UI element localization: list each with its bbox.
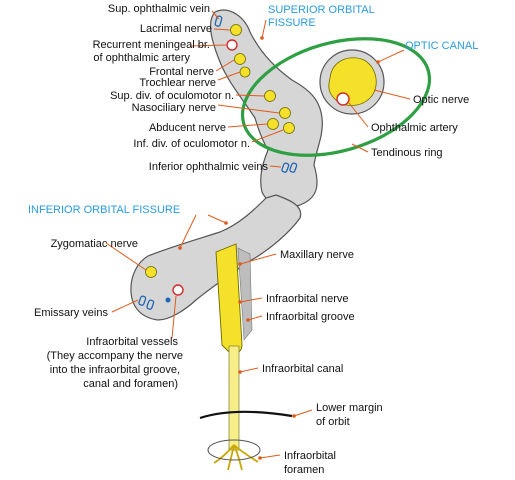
label-infraorbital-vessels-line1: Infraorbital vessels — [86, 336, 178, 348]
label-sup-div-oculomotor: Sup. div. of oculomotor n. — [110, 90, 234, 102]
label-infraorbital-vessels-line4: canal and foramen) — [83, 378, 178, 390]
sup-ophthalmic-vein-shape — [214, 15, 223, 27]
label-infraorbital-vessels-line3: into the infraorbital groove, — [50, 364, 180, 376]
ophthalmic-artery-circle — [336, 92, 350, 106]
sup-div-oculomotor-circle — [264, 90, 276, 102]
leader-lines — [105, 10, 411, 459]
label-lower-margin-line1: Lower margin — [316, 402, 383, 414]
label-ophthalmic-artery: Ophthalmic artery — [371, 122, 458, 134]
label-zygomatic-nerve: Zygomatiac nerve — [51, 238, 138, 250]
groove-shading — [237, 247, 253, 341]
zygomatic-nerve-circle — [145, 266, 157, 278]
inferior-orbital-fissure-heading: INFERIOR ORBITAL FISSURE — [28, 204, 180, 216]
emissary-veins-shape — [138, 295, 155, 310]
label-infraorbital-vessels-line2: (They accompany the nerve — [47, 350, 183, 362]
infraorbital-foramen-ring — [207, 439, 261, 461]
label-emissary-veins: Emissary veins — [34, 307, 108, 319]
label-lower-margin-line2: of orbit — [316, 416, 350, 428]
label-recurrent-meningeal-line1: Recurrent meningeal br. — [93, 39, 210, 51]
superior-orbital-fissure-heading-line1: SUPERIOR ORBITAL — [268, 4, 375, 16]
abducent-nerve-circle — [267, 118, 279, 130]
label-infraorbital-foramen-line1: Infraorbital — [284, 450, 336, 462]
lower-margin-of-orbit-line — [199, 410, 293, 420]
infraorbital-canal — [228, 345, 240, 451]
label-trochlear-nerve: Trochlear nerve — [139, 77, 216, 89]
leader-arrowheads — [178, 36, 380, 460]
label-infraorbital-nerve: Infraorbital nerve — [266, 293, 349, 305]
label-frontal-nerve: Frontal nerve — [149, 66, 214, 78]
label-inf-div-oculomotor: Inf. div. of oculomotor n. — [133, 138, 250, 150]
recurrent-meningeal-circle — [226, 39, 238, 51]
superior-orbital-fissure-heading-line2: FISSURE — [268, 17, 316, 29]
label-nasociliary-nerve: Nasociliary nerve — [132, 102, 216, 114]
infraorbital-vessels-small — [165, 297, 171, 303]
label-recurrent-meningeal-line2: of ophthalmic artery — [93, 52, 190, 64]
frontal-nerve-circle — [234, 53, 246, 65]
tendinous-ring — [240, 37, 432, 157]
label-maxillary-nerve: Maxillary nerve — [280, 249, 354, 261]
lacrimal-nerve-circle — [230, 24, 242, 36]
label-abducent-nerve: Abducent nerve — [149, 122, 226, 134]
optic-canal-heading: OPTIC CANAL — [405, 40, 478, 52]
label-tendinous-ring: Tendinous ring — [371, 147, 443, 159]
label-lacrimal-nerve: Lacrimal nerve — [140, 23, 212, 35]
trochlear-nerve-circle — [239, 66, 251, 78]
superior-orbital-fissure-shape — [209, 9, 323, 208]
inferior-ophthalmic-veins-shape — [281, 162, 298, 173]
infraorbital-vessels-circle — [172, 284, 184, 296]
inf-div-oculomotor-circle — [283, 122, 295, 134]
infraorbital-foramen-branches — [213, 444, 259, 471]
nasociliary-nerve-circle — [279, 107, 291, 119]
optic-nerve-shape — [328, 57, 377, 106]
label-inferior-ophthalmic-veins: Inferior ophthalmic veins — [149, 161, 269, 173]
label-infraorbital-canal: Infraorbital canal — [262, 363, 343, 375]
label-infraorbital-foramen-line2: foramen — [284, 464, 324, 476]
label-sup-ophthalmic-vein: Sup. ophthalmic vein — [108, 3, 210, 15]
label-infraorbital-groove: Infraorbital groove — [266, 311, 355, 323]
label-optic-nerve: Optic nerve — [413, 94, 469, 106]
